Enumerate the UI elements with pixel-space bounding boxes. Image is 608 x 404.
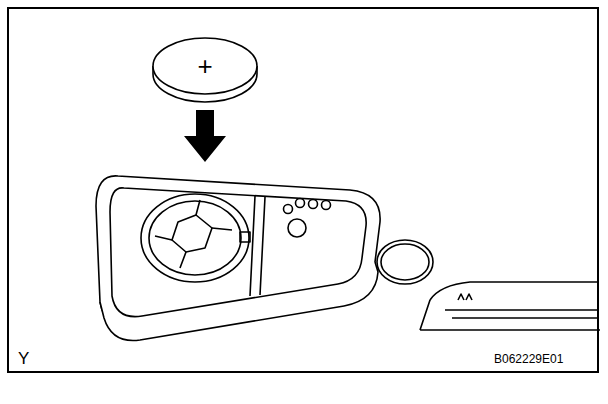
button-large [288,219,306,237]
battery-holder [149,201,241,275]
button-dot [296,199,305,208]
fob-inner-rim [110,188,366,317]
holder-clip [240,232,250,242]
view-letter: Y [18,350,29,367]
coin-battery [153,38,257,94]
key-groove [445,310,598,318]
fob-case-side [100,262,378,341]
button-dot [284,205,293,214]
frame [8,8,598,372]
battery-holder [141,194,249,282]
battery-contact [155,200,232,268]
fob-divider [250,196,265,296]
button-dot [322,201,331,210]
insert-arrow [184,110,226,162]
key-mark [458,294,472,300]
key-ring [381,244,429,280]
figure-code: B062229E01 [494,353,563,365]
polarity-mark: + [197,53,212,79]
key-ring [377,240,433,284]
key-blade [420,282,600,330]
battery-contact [172,215,212,252]
button-dot [309,200,318,209]
